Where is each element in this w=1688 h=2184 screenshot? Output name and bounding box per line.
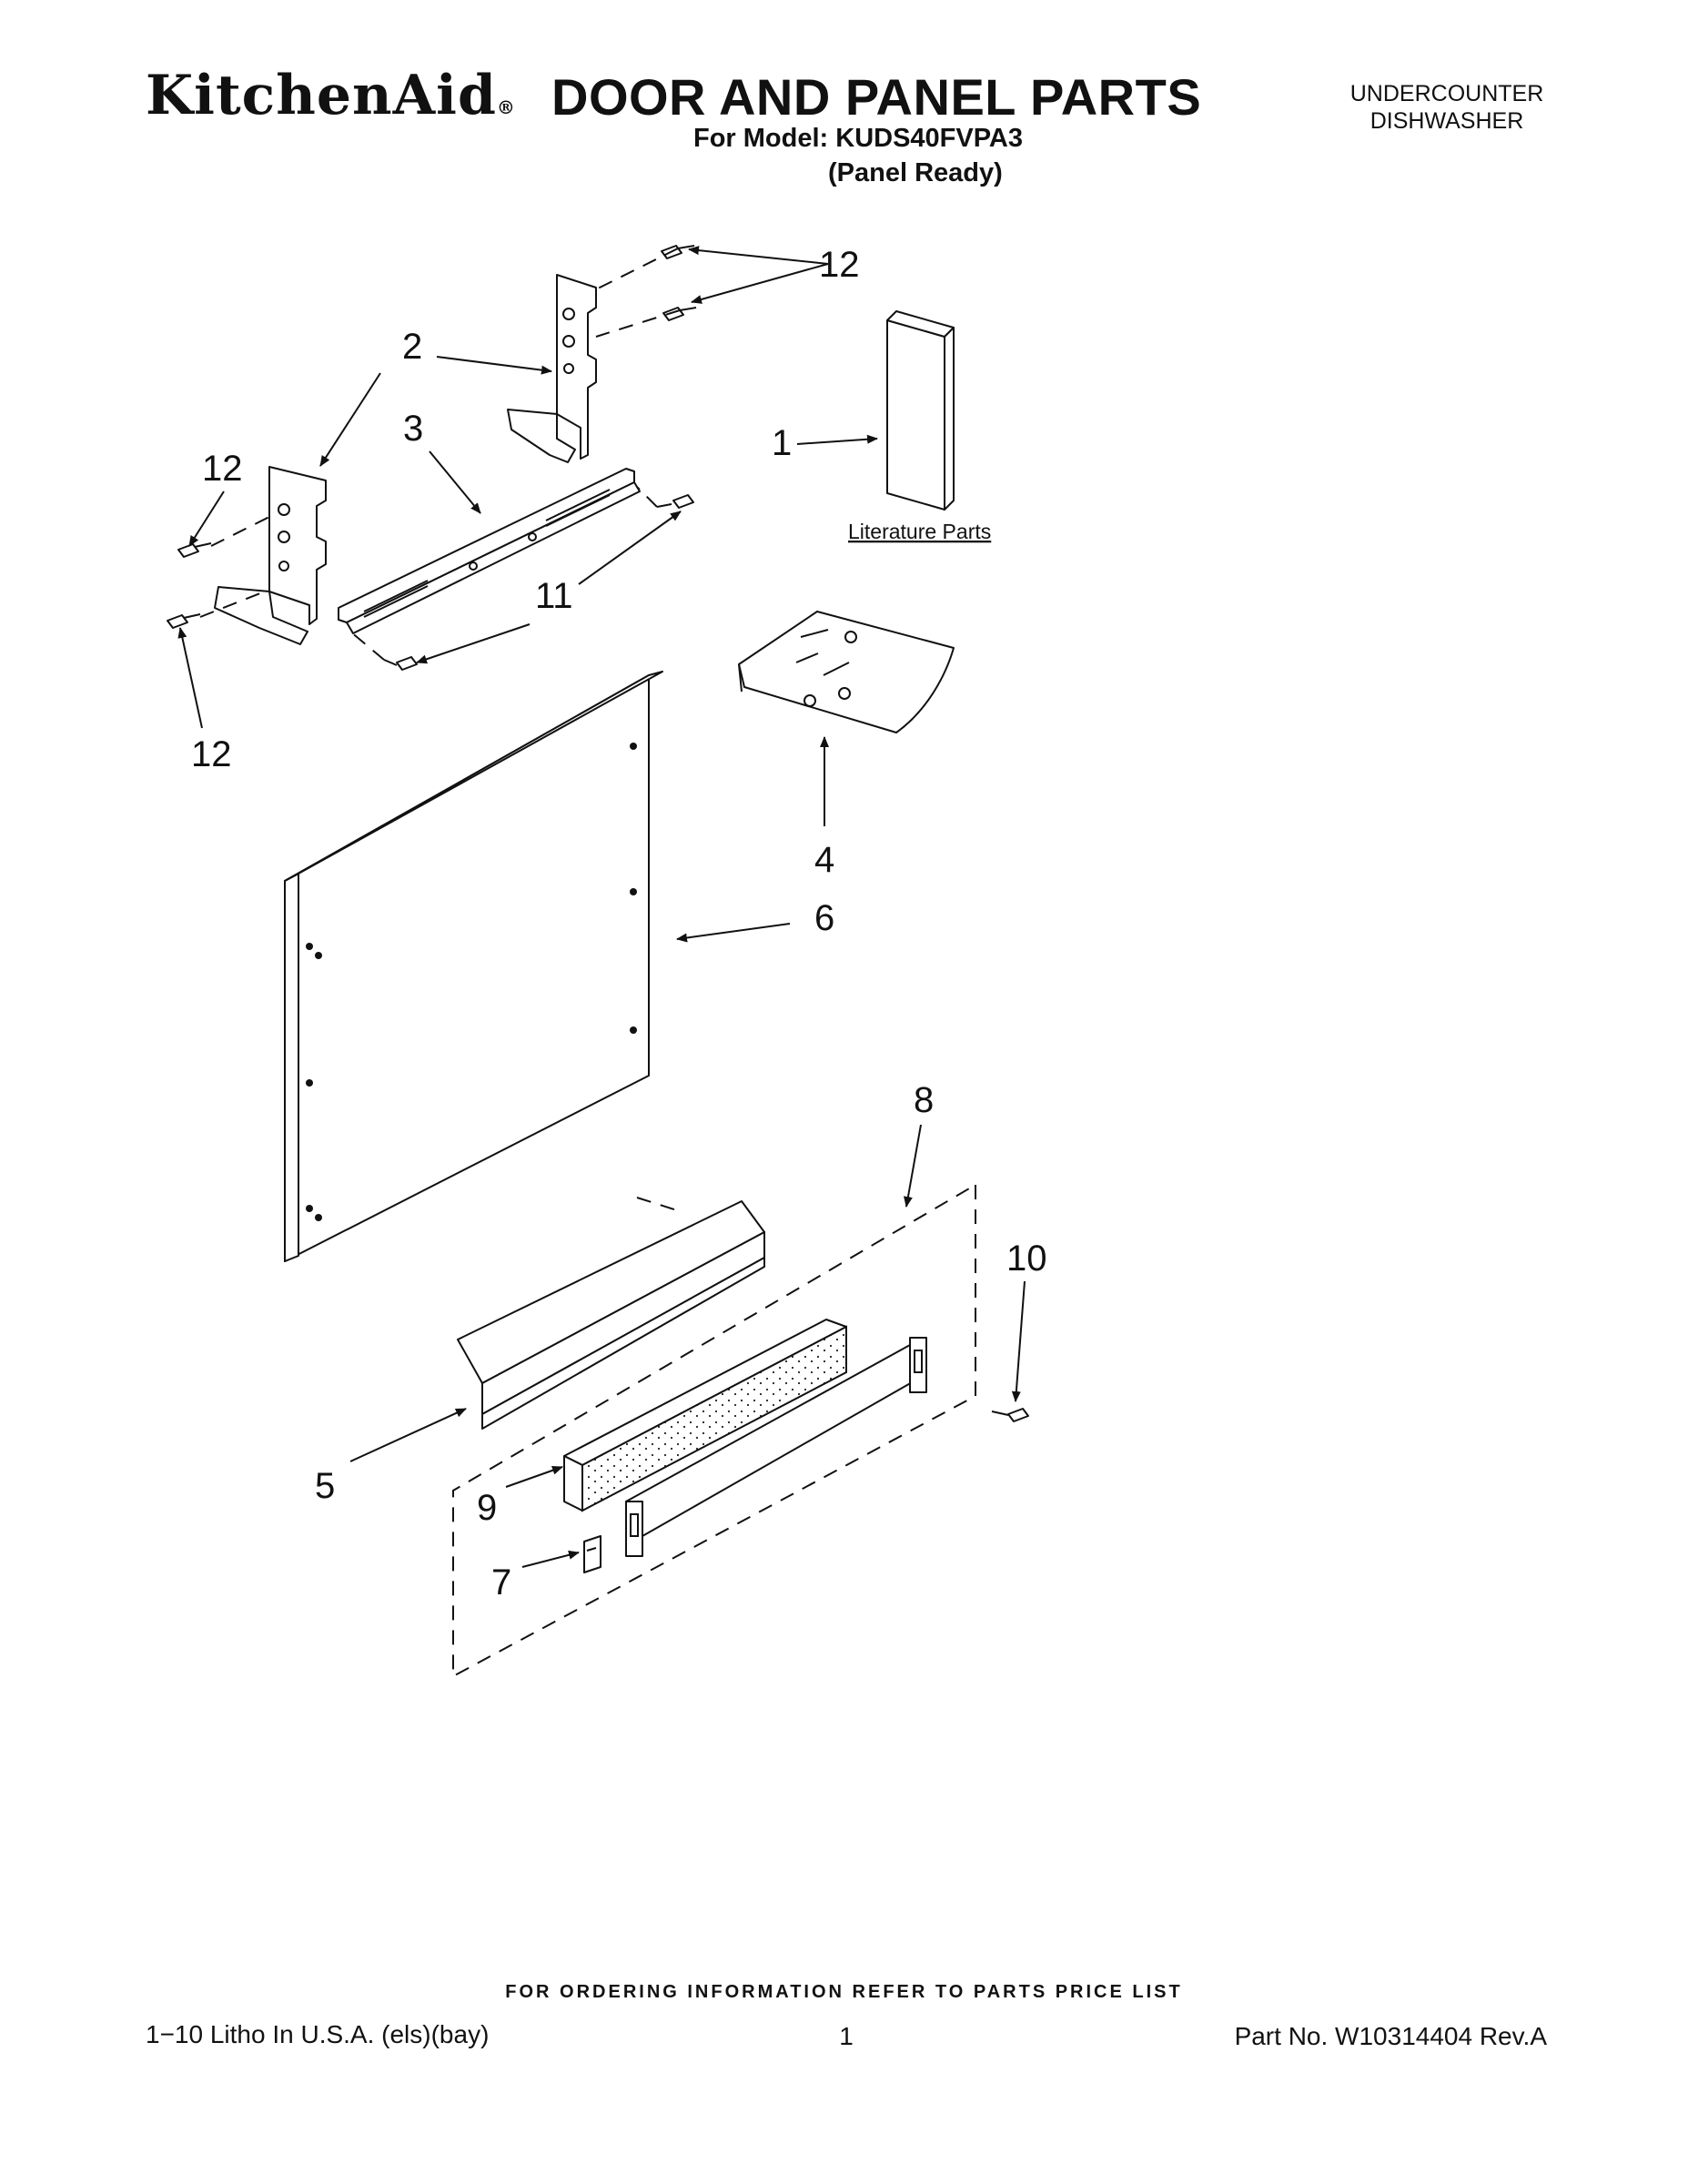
toe-panel-assembly-icon bbox=[452, 1183, 976, 1678]
callout-3: 3 bbox=[403, 409, 423, 449]
ordering-note: FOR ORDERING INFORMATION REFER TO PARTS … bbox=[505, 1982, 1183, 2002]
product-category: UNDERCOUNTER DISHWASHER bbox=[1301, 80, 1592, 135]
brand-name: KitchenAid bbox=[146, 64, 497, 127]
callout-4: 4 bbox=[814, 840, 834, 880]
screw-icon bbox=[656, 494, 694, 509]
door-bracket-icon bbox=[507, 274, 597, 463]
clip-icon bbox=[583, 1535, 601, 1573]
litho-info: 1−10 Litho In U.S.A. (els)(bay) bbox=[146, 2020, 490, 2048]
callout-11: 11 bbox=[535, 576, 573, 616]
support-rail-icon bbox=[338, 468, 641, 634]
callout-12-bottom: 12 bbox=[191, 734, 232, 774]
screw-icon bbox=[661, 245, 695, 259]
model-variant: (Panel Ready) bbox=[828, 158, 1003, 187]
callout-9: 9 bbox=[477, 1488, 497, 1528]
toe-panel-bracket-icon bbox=[457, 1197, 765, 1430]
callout-1: 1 bbox=[772, 423, 792, 463]
leader-lines bbox=[177, 246, 1026, 1568]
callout-5: 5 bbox=[315, 1466, 335, 1506]
callout-2: 2 bbox=[402, 327, 422, 367]
brand-logo: KitchenAid® bbox=[146, 64, 516, 127]
door-panel-icon bbox=[284, 671, 663, 1262]
callout-6: 6 bbox=[814, 898, 834, 938]
callout-12-top: 12 bbox=[819, 245, 860, 285]
toe-plate-icon bbox=[625, 1337, 927, 1557]
callout-8: 8 bbox=[914, 1080, 934, 1120]
callout-10: 10 bbox=[1006, 1239, 1047, 1279]
category-line-2: DISHWASHER bbox=[1370, 108, 1524, 134]
callout-12-left: 12 bbox=[202, 449, 243, 489]
category-line-1: UNDERCOUNTER bbox=[1349, 81, 1544, 106]
model-number: For Model: KUDS40FVPA3 bbox=[693, 124, 1024, 153]
callout-7: 7 bbox=[491, 1562, 511, 1603]
parts-bag-icon bbox=[738, 611, 955, 733]
insulation-block-icon bbox=[563, 1319, 847, 1512]
screw-icon bbox=[177, 542, 212, 558]
screw-icon bbox=[383, 656, 418, 671]
literature-booklet-icon bbox=[886, 310, 955, 511]
screw-icon bbox=[167, 613, 201, 629]
screw-icon bbox=[991, 1408, 1029, 1422]
page-number: 1 bbox=[839, 2022, 854, 2050]
brand-registered-mark: ® bbox=[496, 96, 516, 118]
door-bracket-icon bbox=[214, 466, 327, 645]
part-number: Part No. W10314404 Rev.A bbox=[1234, 2022, 1547, 2050]
page-title: DOOR AND PANEL PARTS bbox=[551, 68, 1202, 126]
literature-parts-label: Literature Parts bbox=[848, 520, 991, 543]
